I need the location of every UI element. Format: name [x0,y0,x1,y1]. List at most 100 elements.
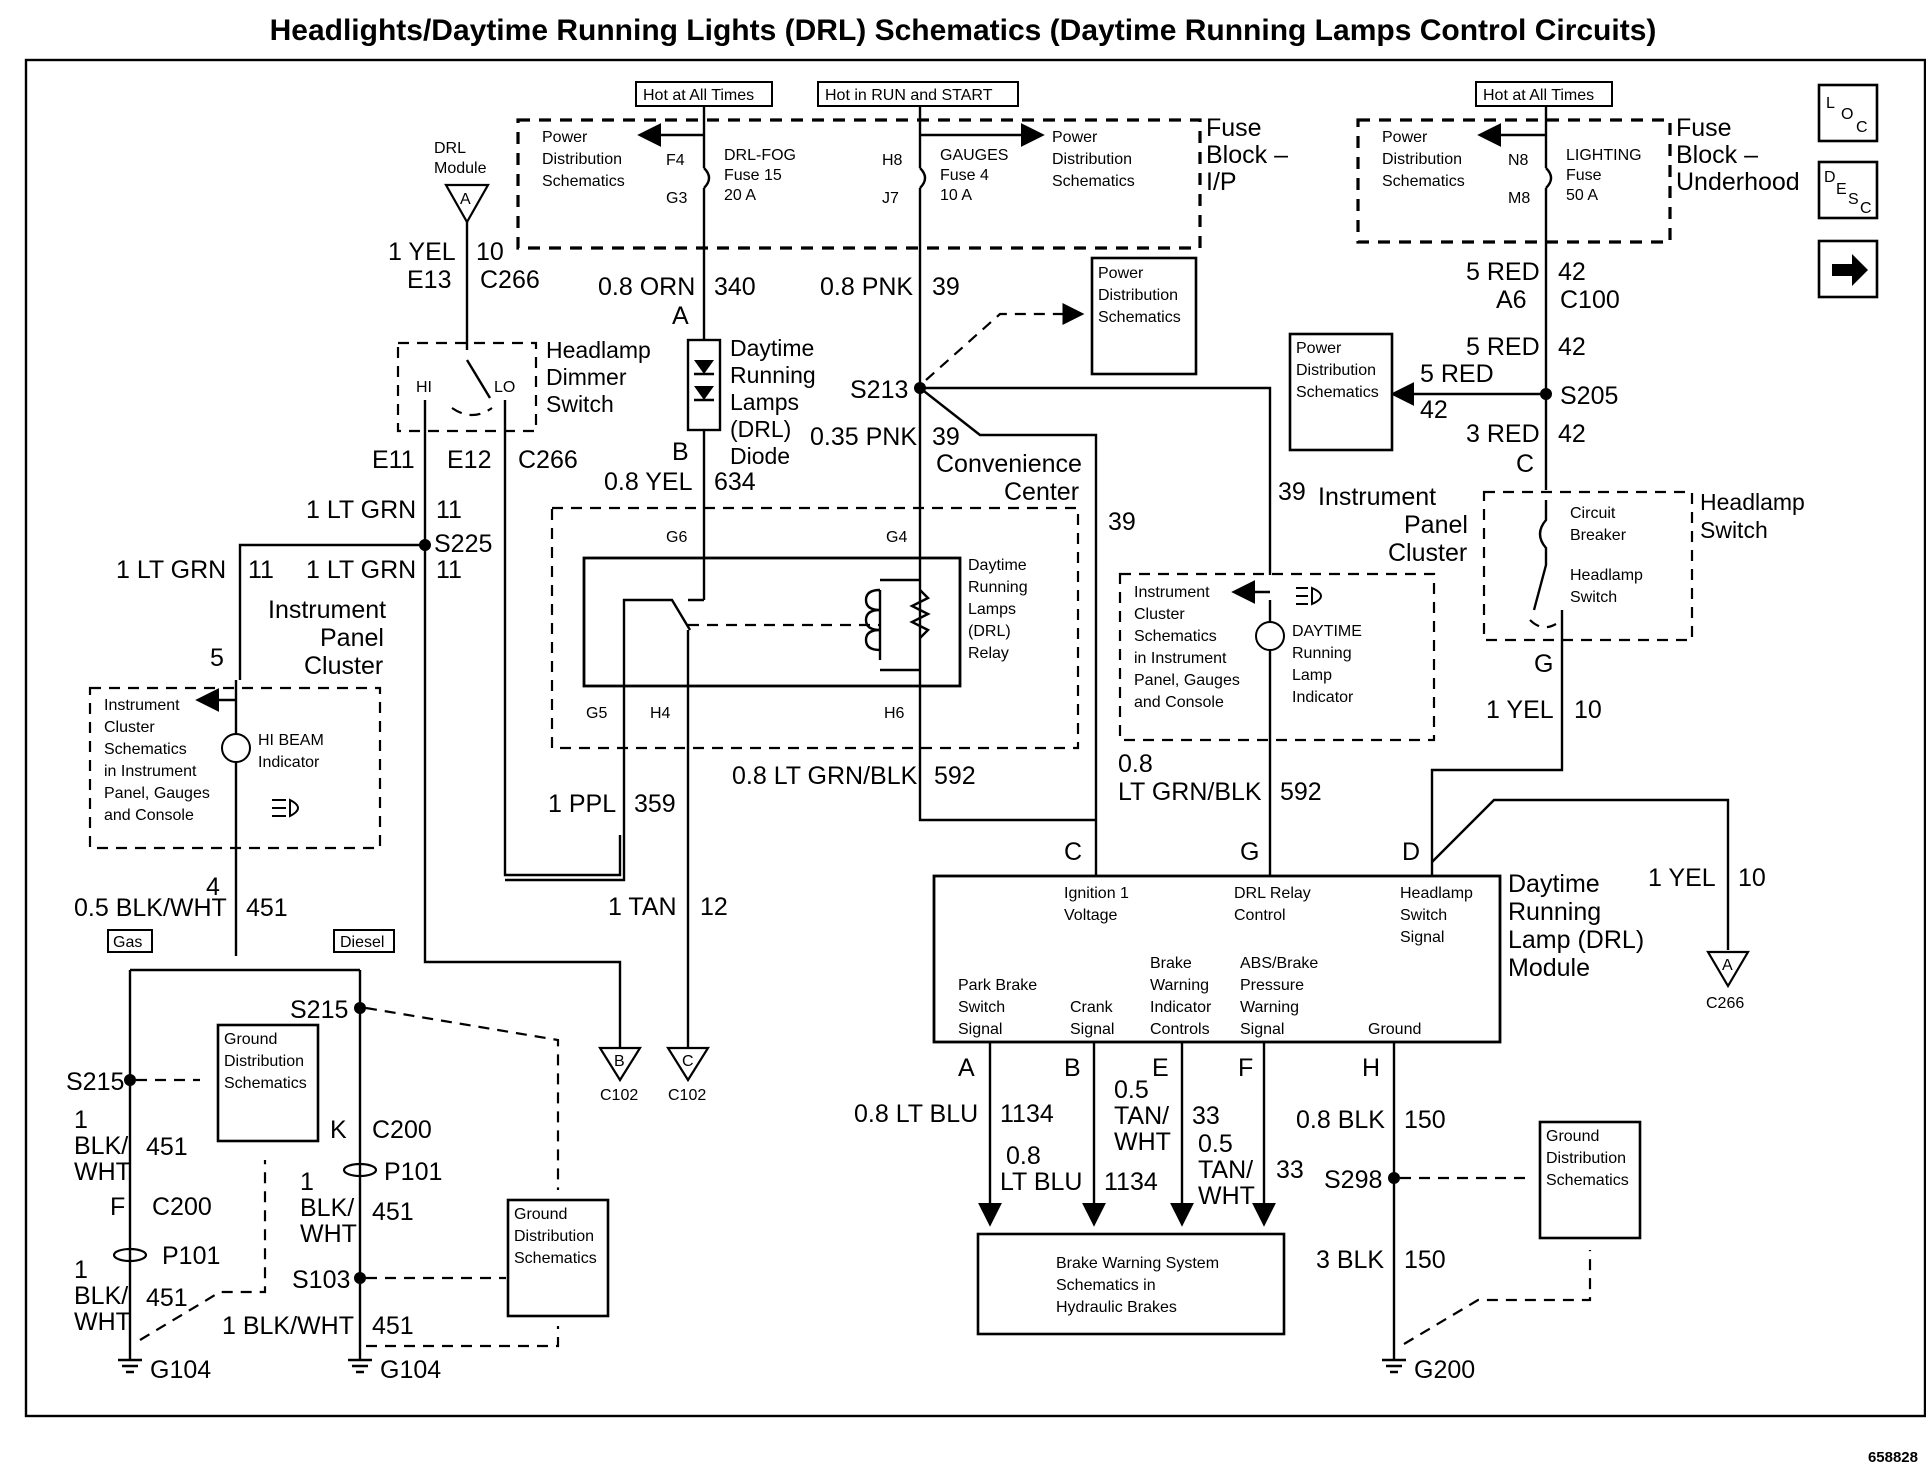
svg-text:Headlamp: Headlamp [1570,567,1643,584]
svg-text:LIGHTING: LIGHTING [1566,147,1642,164]
svg-text:Hydraulic Brakes: Hydraulic Brakes [1056,1299,1177,1316]
svg-text:DRL-FOG: DRL-FOG [724,147,796,164]
svg-text:LT BLU: LT BLU [1000,1168,1082,1196]
svg-text:E12: E12 [447,446,491,474]
svg-text:39: 39 [932,423,960,451]
svg-text:GAUGES: GAUGES [940,147,1008,164]
svg-text:0.5 BLK/WHT: 0.5 BLK/WHT [74,894,227,922]
svg-text:A: A [958,1054,975,1082]
svg-text:S225: S225 [434,530,492,558]
desc-icon[interactable]: D E S C [1817,160,1879,220]
svg-text:1: 1 [74,1256,88,1284]
svg-text:5 RED: 5 RED [1466,333,1540,361]
svg-text:Schematics: Schematics [1052,173,1135,190]
hot-in-run-start-tag: Hot in RUN and START [817,81,1019,107]
ground-distribution-3: Ground Distribution Schematics [1538,1120,1642,1240]
svg-text:Ground: Ground [514,1206,567,1223]
drl-indicator-icon [1296,586,1322,606]
svg-text:G104: G104 [380,1356,441,1384]
svg-text:Cluster: Cluster [304,652,383,680]
svg-text:Headlamp: Headlamp [1700,489,1805,515]
svg-text:WHT: WHT [1198,1182,1255,1210]
fuse-block-ip: Fuse Block – I/P Power Distribution Sche… [516,114,1288,250]
diesel-tag: Diesel [333,929,395,953]
svg-text:0.8 YEL: 0.8 YEL [604,468,693,496]
svg-text:Panel, Gauges: Panel, Gauges [1134,672,1240,689]
svg-text:Ignition 1: Ignition 1 [1064,885,1129,902]
svg-text:Ground: Ground [224,1031,277,1048]
svg-text:G104: G104 [150,1356,211,1384]
svg-text:G5: G5 [586,705,607,722]
svg-text:D: D [1824,169,1836,186]
svg-text:L: L [1826,95,1835,112]
svg-text:Cluster: Cluster [1134,606,1185,623]
hot-at-all-times-tag: Hot at All Times [635,81,773,107]
svg-text:Controls: Controls [1150,1021,1210,1038]
svg-text:592: 592 [1280,778,1322,806]
diagram-frame [24,58,1926,1418]
c102-c-ref: C C102 [666,1046,710,1104]
svg-text:Instrument: Instrument [1318,483,1436,511]
svg-text:Brake: Brake [1150,955,1192,972]
svg-text:Warning: Warning [1150,977,1209,994]
instrument-panel-cluster-left: Instrument Panel Cluster 5 Instrument Cl… [88,596,386,850]
svg-text:F: F [110,1193,125,1221]
ground-distribution-2: Ground Distribution Schematics [506,1198,610,1318]
svg-text:Power: Power [542,129,588,146]
svg-text:WHT: WHT [300,1220,357,1248]
svg-text:S215: S215 [290,996,348,1024]
svg-text:1: 1 [74,1106,88,1134]
svg-text:Gas: Gas [113,934,142,951]
svg-text:G3: G3 [666,190,687,207]
svg-text:0.5: 0.5 [1198,1130,1233,1158]
svg-text:Lamps: Lamps [730,389,799,415]
svg-text:BLK/: BLK/ [74,1282,128,1310]
svg-text:Dimmer: Dimmer [546,364,627,390]
svg-text:Circuit: Circuit [1570,505,1616,522]
svg-text:Cluster: Cluster [104,719,155,736]
svg-text:4: 4 [206,873,220,901]
svg-text:39: 39 [1108,508,1136,536]
svg-text:D: D [1402,838,1420,866]
svg-text:42: 42 [1558,420,1586,448]
svg-text:0.8 LT GRN/BLK: 0.8 LT GRN/BLK [732,762,918,790]
svg-text:C: C [1860,200,1872,217]
svg-text:Instrument: Instrument [268,596,386,624]
svg-text:Daytime: Daytime [1508,870,1600,898]
svg-text:Signal: Signal [958,1021,1002,1038]
svg-text:340: 340 [714,273,756,301]
svg-text:1134: 1134 [1000,1100,1054,1128]
svg-text:Switch: Switch [958,999,1005,1016]
svg-text:1 LT GRN: 1 LT GRN [306,556,416,584]
svg-text:11: 11 [436,496,462,524]
svg-text:Panel, Gauges: Panel, Gauges [104,785,210,802]
svg-text:451: 451 [372,1312,414,1340]
ground-icon [1382,1358,1406,1374]
svg-text:Switch: Switch [1570,589,1617,606]
svg-text:LO: LO [494,379,515,396]
ground-icon [348,1358,372,1374]
svg-text:TAN/: TAN/ [1198,1156,1253,1184]
svg-text:451: 451 [372,1198,414,1226]
svg-text:Control: Control [1234,907,1286,924]
svg-text:and Console: and Console [104,807,194,824]
svg-text:5 RED: 5 RED [1420,360,1494,388]
svg-text:Hot at All Times: Hot at All Times [643,87,754,104]
svg-text:Switch: Switch [546,391,614,417]
svg-text:Switch: Switch [1400,907,1447,924]
svg-text:592: 592 [934,762,976,790]
svg-text:S205: S205 [1560,382,1618,410]
fuse-block-underhood: Fuse Block – Underhood Power Distributio… [1356,114,1800,244]
svg-text:H8: H8 [882,152,903,169]
svg-text:A: A [460,191,471,208]
svg-text:Warning: Warning [1240,999,1299,1016]
svg-text:C: C [1516,450,1534,478]
arrow-right-icon[interactable] [1817,239,1879,299]
svg-text:WHT: WHT [74,1308,131,1336]
loc-icon[interactable]: L O C [1817,83,1879,143]
svg-text:Lamp: Lamp [1292,667,1332,684]
svg-text:20 A: 20 A [724,187,756,204]
svg-text:0.5: 0.5 [1114,1076,1149,1104]
c102-b-ref: B C102 [598,1046,642,1104]
svg-text:S: S [1848,191,1859,208]
